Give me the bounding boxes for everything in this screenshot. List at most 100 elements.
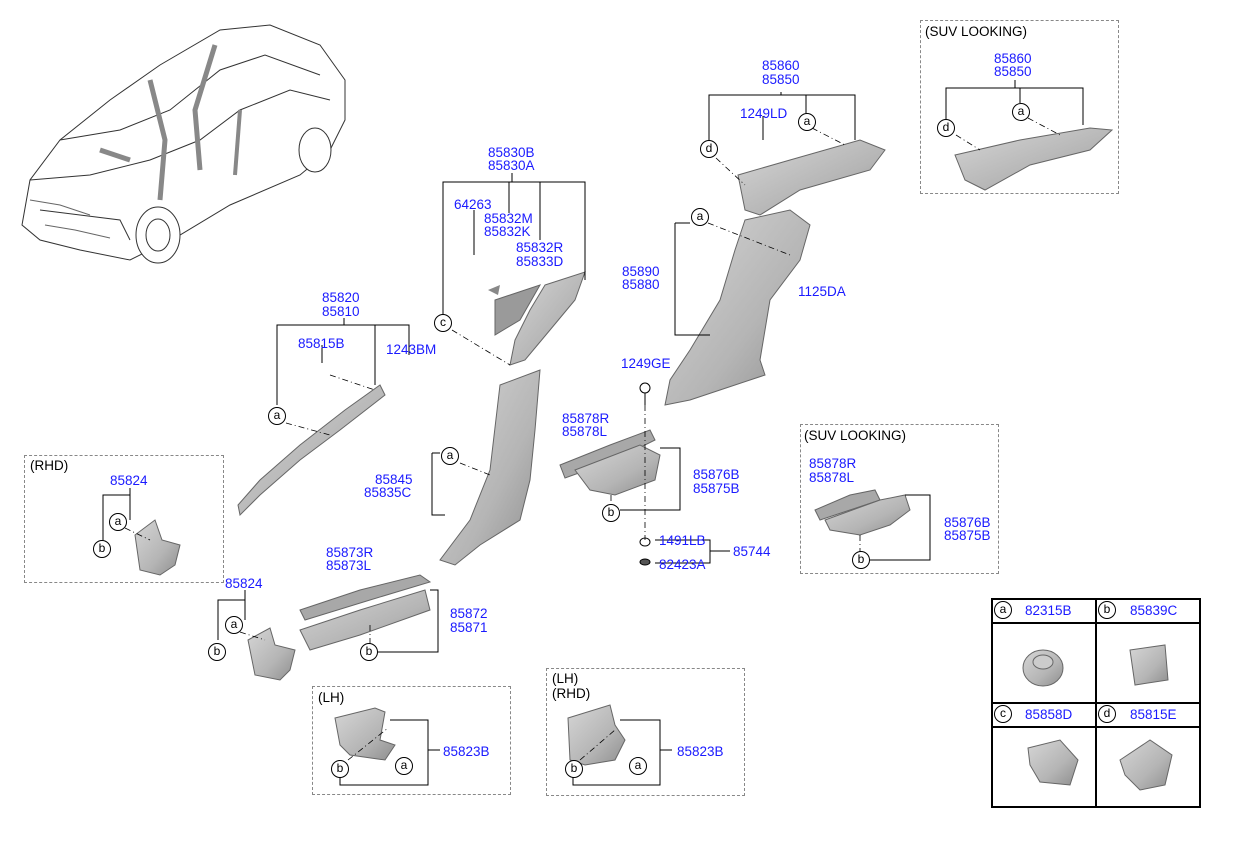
part-label-85830A[interactable]: 85830A (488, 158, 535, 173)
suv-top-label-85860[interactable]: 85860 (994, 51, 1032, 66)
legend-cell-c (992, 727, 1096, 807)
suv-mid-title: (SUV LOOKING) (804, 428, 907, 443)
part-label-1249LD[interactable]: 1249LD (740, 106, 788, 121)
part-label-85815B[interactable]: 85815B (298, 336, 345, 351)
legend-part-85815E[interactable]: 85815E (1130, 707, 1177, 722)
legend-82315B-drawing (1022, 649, 1064, 687)
part-85878-drawing (559, 429, 661, 496)
part-label-85845[interactable]: 85845 (375, 472, 413, 487)
suv-top-detail-box (920, 20, 1119, 194)
part-label-82423A[interactable]: 82423A (659, 557, 706, 572)
suv-top-title: (SUV LOOKING) (925, 24, 1028, 39)
part-label-85890[interactable]: 85890 (622, 264, 660, 279)
part-label-85872[interactable]: 85872 (450, 606, 488, 621)
callout-c[interactable]: c (434, 314, 452, 332)
part-label-85835C[interactable]: 85835C (364, 485, 412, 500)
callout-b[interactable]: b (93, 540, 111, 558)
callout-a[interactable]: a (109, 513, 127, 531)
part-85824-drawing (247, 627, 296, 681)
callout-a[interactable]: a (691, 208, 709, 226)
legend-header-b (1096, 599, 1200, 623)
part-label-85873R[interactable]: 85873R (326, 545, 374, 560)
suv-mid-label-85878L[interactable]: 85878L (809, 470, 855, 485)
suv-mid-label-85875B[interactable]: 85875B (944, 528, 991, 543)
part-label-85833D[interactable]: 85833D (516, 254, 564, 269)
suv-top-part-drawing (954, 127, 1114, 191)
callout-b[interactable]: b (331, 760, 349, 778)
callout-a[interactable]: a (441, 447, 459, 465)
part-label-1125DA[interactable]: 1125DA (798, 284, 846, 299)
suv-mid-label-85876B[interactable]: 85876B (944, 515, 991, 530)
part-label-1249GE[interactable]: 1249GE (621, 356, 671, 371)
rhd-85824-drawing (134, 519, 181, 576)
lhrhd-title-lh: (LH) (552, 671, 579, 686)
part-label-85744[interactable]: 85744 (733, 544, 771, 559)
legend-cell-d (1096, 727, 1200, 807)
dash-dot-lines (124, 117, 1061, 761)
part-label-85876B[interactable]: 85876B (693, 467, 740, 482)
suv-mid-detail-box (800, 424, 999, 574)
callout-a[interactable]: a (629, 757, 647, 775)
part-85820-drawing (237, 384, 386, 517)
callout-b[interactable]: b (208, 643, 226, 661)
rhd-detail-box (24, 455, 224, 583)
vehicle-illustration (21, 24, 346, 264)
part-label-64263[interactable]: 64263 (454, 197, 492, 212)
fastener-legend-table (991, 598, 1201, 808)
suv-top-label-85850[interactable]: 85850 (994, 64, 1032, 79)
rhd-part-label-85824[interactable]: 85824 (110, 473, 148, 488)
legend-header-a (992, 599, 1096, 623)
part-label-85832M[interactable]: 85832M (484, 211, 533, 226)
part-label-85832K[interactable]: 85832K (484, 224, 531, 239)
leader-lines (102, 80, 1084, 786)
lhrhd-part-label-85823B[interactable]: 85823B (677, 744, 724, 759)
legend-part-82315B[interactable]: 82315B (1025, 603, 1072, 618)
lh-part-label-85823B[interactable]: 85823B (443, 744, 490, 759)
legend-letter-d: d (1098, 705, 1116, 723)
callout-b[interactable]: b (602, 504, 620, 522)
callout-d[interactable]: d (700, 140, 718, 158)
part-85830-drawing (488, 271, 586, 366)
part-85890-drawing (664, 209, 811, 406)
legend-cell-a (992, 623, 1096, 703)
callout-a[interactable]: a (1012, 103, 1030, 121)
lhrhd-title-rhd: (RHD) (552, 686, 591, 701)
part-label-85830B[interactable]: 85830B (488, 145, 535, 160)
part-label-85820[interactable]: 85820 (322, 290, 360, 305)
legend-letter-b: b (1098, 601, 1116, 619)
legend-header-d (1096, 703, 1200, 727)
part-label-85850[interactable]: 85850 (762, 72, 800, 87)
legend-85815E-drawing (1119, 739, 1173, 791)
callout-b[interactable]: b (360, 643, 378, 661)
part-label-85873L[interactable]: 85873L (326, 558, 372, 573)
part-label-85860[interactable]: 85860 (762, 58, 800, 73)
part-label-1243BM[interactable]: 1243BM (386, 342, 437, 357)
part-label-85832R[interactable]: 85832R (516, 240, 564, 255)
part-label-85878R[interactable]: 85878R (562, 411, 610, 426)
legend-letter-c: c (994, 705, 1012, 723)
part-label-85824[interactable]: 85824 (225, 576, 263, 591)
lh-detail-box (312, 686, 511, 795)
callout-b[interactable]: b (565, 760, 583, 778)
part-label-85880[interactable]: 85880 (622, 277, 660, 292)
part-label-1491LB[interactable]: 1491LB (659, 533, 706, 548)
part-label-85875B[interactable]: 85875B (693, 481, 740, 496)
legend-part-85839C[interactable]: 85839C (1130, 603, 1178, 618)
lh-title: (LH) (318, 690, 345, 705)
legend-part-85858D[interactable]: 85858D (1025, 707, 1073, 722)
suv-mid-label-85878R[interactable]: 85878R (809, 456, 857, 471)
part-label-85871[interactable]: 85871 (450, 620, 488, 635)
callout-a[interactable]: a (225, 616, 243, 634)
callout-a[interactable]: a (395, 757, 413, 775)
legend-header-c (992, 703, 1096, 727)
part-85860-drawing (737, 139, 886, 216)
part-label-85878L[interactable]: 85878L (562, 424, 608, 439)
part-85845-drawing (439, 369, 541, 566)
part-label-85810[interactable]: 85810 (322, 304, 360, 319)
callout-d[interactable]: d (937, 119, 955, 137)
callout-a[interactable]: a (798, 113, 816, 131)
callout-b[interactable]: b (852, 551, 870, 569)
lhrhd-detail-box (546, 668, 745, 796)
callout-a[interactable]: a (268, 407, 286, 425)
